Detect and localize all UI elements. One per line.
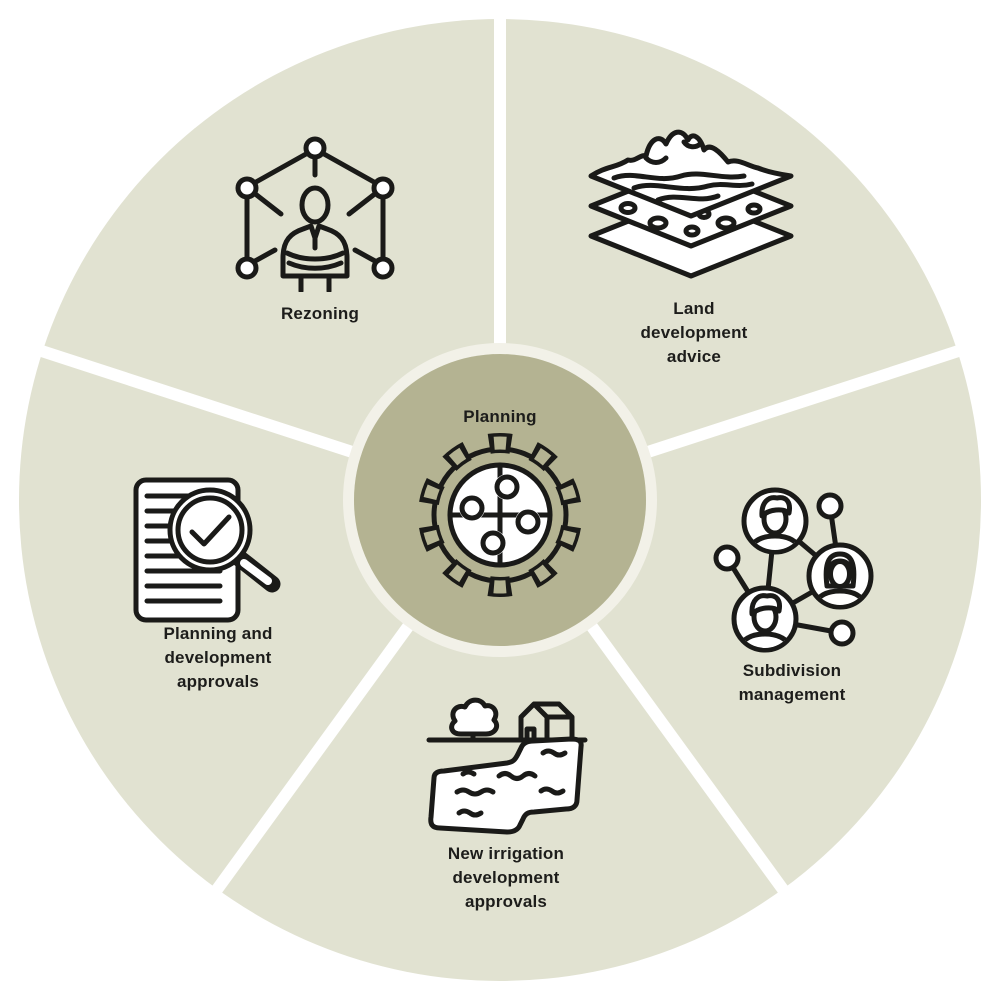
avatar-male-top xyxy=(741,487,809,555)
avatar-female xyxy=(806,542,874,610)
house xyxy=(518,701,575,743)
gear-puzzle-icon xyxy=(418,433,582,597)
network-nodes xyxy=(235,136,395,280)
person-figure xyxy=(280,185,350,292)
check-icon xyxy=(189,514,232,547)
gear-teeth-inner xyxy=(421,436,579,594)
puzzle-cross xyxy=(447,462,553,568)
tree xyxy=(449,697,500,743)
people-links xyxy=(724,503,845,636)
segment-dividers xyxy=(32,10,968,900)
segment-label-rezoning: Rezoning xyxy=(280,304,360,323)
hub-ring xyxy=(343,343,657,657)
segment-label-new-irrigation-development-approvals: New irrigation development approvals xyxy=(447,844,565,911)
network-person-icon xyxy=(235,136,395,292)
segment-label-subdivision-management: Subdivision management xyxy=(738,661,846,704)
node-circle xyxy=(828,619,856,647)
magnifier xyxy=(167,487,281,593)
people-network-icon xyxy=(713,487,874,653)
terrain-layers-icon xyxy=(588,129,794,279)
avatar-male-bottom xyxy=(731,585,799,653)
layer-top-terrain xyxy=(588,129,794,219)
node-circle xyxy=(713,544,741,572)
document-check-magnifier-icon xyxy=(133,477,281,623)
network-links xyxy=(244,151,386,264)
hub-label: Planning xyxy=(463,407,537,426)
segment-label-planning-development-approvals: Planning and development approvals xyxy=(163,624,273,691)
field xyxy=(428,736,584,835)
irrigation-field-icon xyxy=(426,697,588,835)
segment-label-land-development-advice: Land development advice xyxy=(640,299,748,366)
node-circle xyxy=(816,492,844,520)
